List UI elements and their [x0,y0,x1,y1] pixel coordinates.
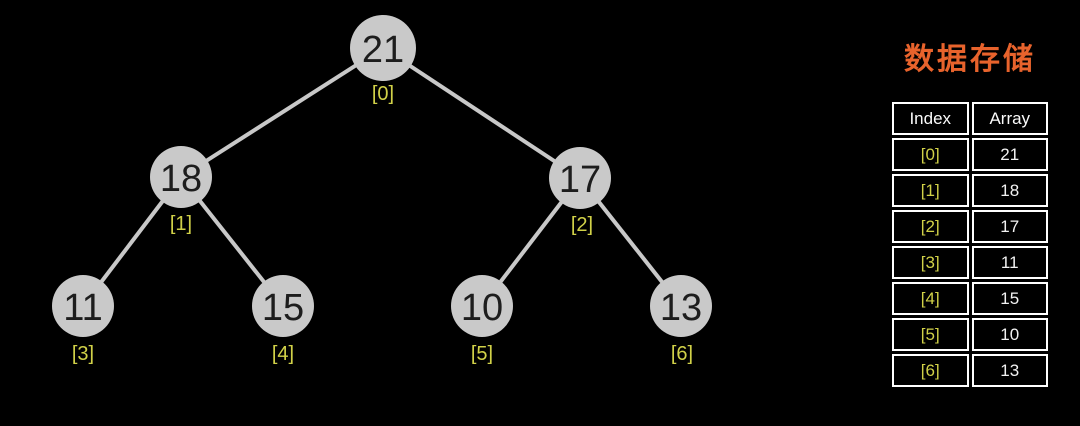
table-cell-index: [4] [892,282,969,315]
node-circle [52,275,114,337]
table-cell-index: [0] [892,138,969,171]
node-circle [350,15,416,81]
node-circle [650,275,712,337]
table-cell-index: [1] [892,174,969,207]
tree-node-1: 18 [150,146,212,208]
node-value: 10 [461,287,503,329]
table-cell-value: 11 [971,246,1048,279]
table-cell-index: [5] [892,318,969,351]
table-cell-index: [2] [892,210,969,243]
table-cell-value: 17 [971,210,1048,243]
node-index-label-2: [2] [571,214,593,236]
node-value: 21 [362,29,404,71]
node-index-label-1: [1] [170,213,192,235]
index-array-table: Index Array [0] 21 [1] 18 [2] 17 [3] 11 … [892,102,1048,387]
tree-node-2: 17 [549,147,611,209]
node-circle [150,146,212,208]
data-storage-panel: 数据存储 Index Array [0] 21 [1] 18 [2] 17 [3… [892,42,1048,387]
node-value: 13 [660,287,702,329]
node-circle [252,275,314,337]
tree-node-5: 10 [451,275,513,337]
node-index-label-5: [5] [471,343,493,365]
node-index-label-4: [4] [272,343,294,365]
node-index-label-3: [3] [72,343,94,365]
edge-21-18 [179,46,385,179]
node-value: 15 [262,287,304,329]
table-cell-index: [3] [892,246,969,279]
node-index-label-0: [0] [372,83,394,105]
node-value: 11 [63,287,102,329]
table-cell-index: [6] [892,354,969,387]
tree-node-4: 15 [252,275,314,337]
table-header-array: Array [971,102,1048,135]
tree-node-0: 21 [350,15,416,81]
table-cell-value: 13 [971,354,1048,387]
edge-21-17 [381,46,582,180]
node-value: 17 [559,159,601,201]
node-circle [451,275,513,337]
node-value: 18 [160,158,202,200]
table-cell-value: 15 [971,282,1048,315]
table-cell-value: 18 [971,174,1048,207]
node-index-label-6: [6] [671,343,693,365]
panel-title: 数据存储 [904,43,1036,76]
node-circle [549,147,611,209]
table-cell-value: 10 [971,318,1048,351]
table-cell-value: 21 [971,138,1048,171]
tree-node-3: 11 [52,275,114,337]
table-header-index: Index [892,102,969,135]
tree-node-6: 13 [650,275,712,337]
